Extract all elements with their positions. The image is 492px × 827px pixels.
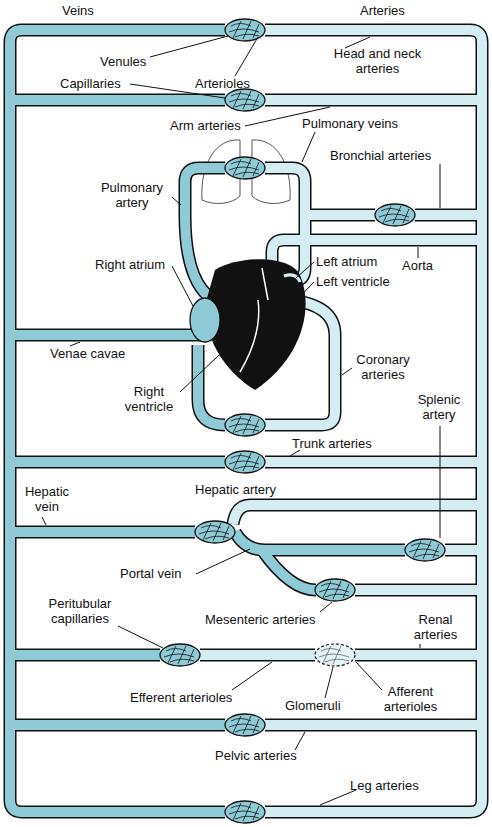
label-holder: Left ventricle	[316, 274, 390, 289]
label-holder: Veins	[62, 3, 94, 18]
artery-fill	[200, 30, 482, 812]
part-label: Aorta	[402, 258, 433, 273]
part-label: Arteries	[360, 3, 405, 18]
part-label: Peritubular capillaries	[40, 596, 120, 626]
label-holder: Aorta	[402, 258, 433, 273]
part-label: Venae cavae	[50, 346, 125, 361]
part-label: Bronchial arteries	[330, 148, 431, 163]
part-label: Renal arteries	[408, 612, 463, 642]
label-holder: Glomeruli	[285, 698, 341, 713]
part-label: Splenic artery	[408, 392, 470, 422]
part-label: Glomeruli	[285, 698, 341, 713]
part-label: Efferent arterioles	[130, 690, 232, 705]
part-label: Afferent arterioles	[378, 684, 443, 714]
label-holder: Arterioles	[195, 76, 250, 91]
heart-septum	[240, 268, 268, 372]
part-label: Left ventricle	[316, 274, 390, 289]
vein-outline	[10, 30, 405, 812]
part-label: Left atrium	[316, 254, 377, 269]
label-holder: Venae cavae	[50, 346, 125, 361]
part-label: Capillaries	[60, 76, 121, 91]
label-holder: Trunk arteries	[292, 436, 372, 451]
vein-fill	[10, 30, 405, 812]
part-label: Pelvic arteries	[215, 748, 297, 763]
part-label: Arterioles	[195, 76, 250, 91]
label-holder: Peritubular capillaries	[40, 596, 120, 626]
label-holder: Pulmonary artery	[92, 180, 172, 210]
part-label: Coronary arteries	[352, 352, 414, 382]
part-label: Leg arteries	[350, 778, 419, 793]
right-atrium	[190, 298, 220, 342]
part-label: Head and neck arteries	[330, 46, 425, 76]
label-holder: Hepatic vein	[22, 484, 72, 514]
part-label: Right ventricle	[118, 384, 180, 414]
part-label: Pulmonary veins	[302, 116, 398, 131]
part-label: Mesenteric arteries	[205, 612, 316, 627]
label-holder: Portal vein	[120, 566, 181, 581]
label-holder: Mesenteric arteries	[205, 612, 316, 627]
label-holder: Arm arteries	[170, 118, 241, 133]
part-label: Right atrium	[95, 257, 165, 272]
label-holder: Arteries	[360, 3, 405, 18]
label-holder: Left atrium	[316, 254, 377, 269]
label-holder: Coronary arteries	[352, 352, 414, 382]
label-holder: Afferent arterioles	[378, 684, 443, 714]
label-holder: Leg arteries	[350, 778, 419, 793]
label-holder: Bronchial arteries	[330, 148, 431, 163]
part-label: Venules	[100, 54, 146, 69]
part-label: Hepatic vein	[22, 484, 72, 514]
label-holder: Splenic artery	[408, 392, 470, 422]
part-label: Veins	[62, 3, 94, 18]
part-label: Arm arteries	[170, 118, 241, 133]
part-label: Pulmonary artery	[92, 180, 172, 210]
label-holder: Renal arteries	[408, 612, 463, 642]
leader-lines	[42, 36, 440, 805]
label-holder: Hepatic artery	[195, 482, 276, 497]
label-holder: Right atrium	[95, 257, 165, 272]
label-holder: Pulmonary veins	[302, 116, 398, 131]
label-holder: Right ventricle	[118, 384, 180, 414]
artery-outline	[200, 30, 482, 812]
label-holder: Head and neck arteries	[330, 46, 425, 76]
part-label: Portal vein	[120, 566, 181, 581]
label-holder: Capillaries	[60, 76, 121, 91]
part-label: Trunk arteries	[292, 436, 372, 451]
label-holder: Pelvic arteries	[215, 748, 297, 763]
label-holder: Efferent arterioles	[130, 690, 232, 705]
label-holder: Venules	[100, 54, 146, 69]
part-label: Hepatic artery	[195, 482, 276, 497]
